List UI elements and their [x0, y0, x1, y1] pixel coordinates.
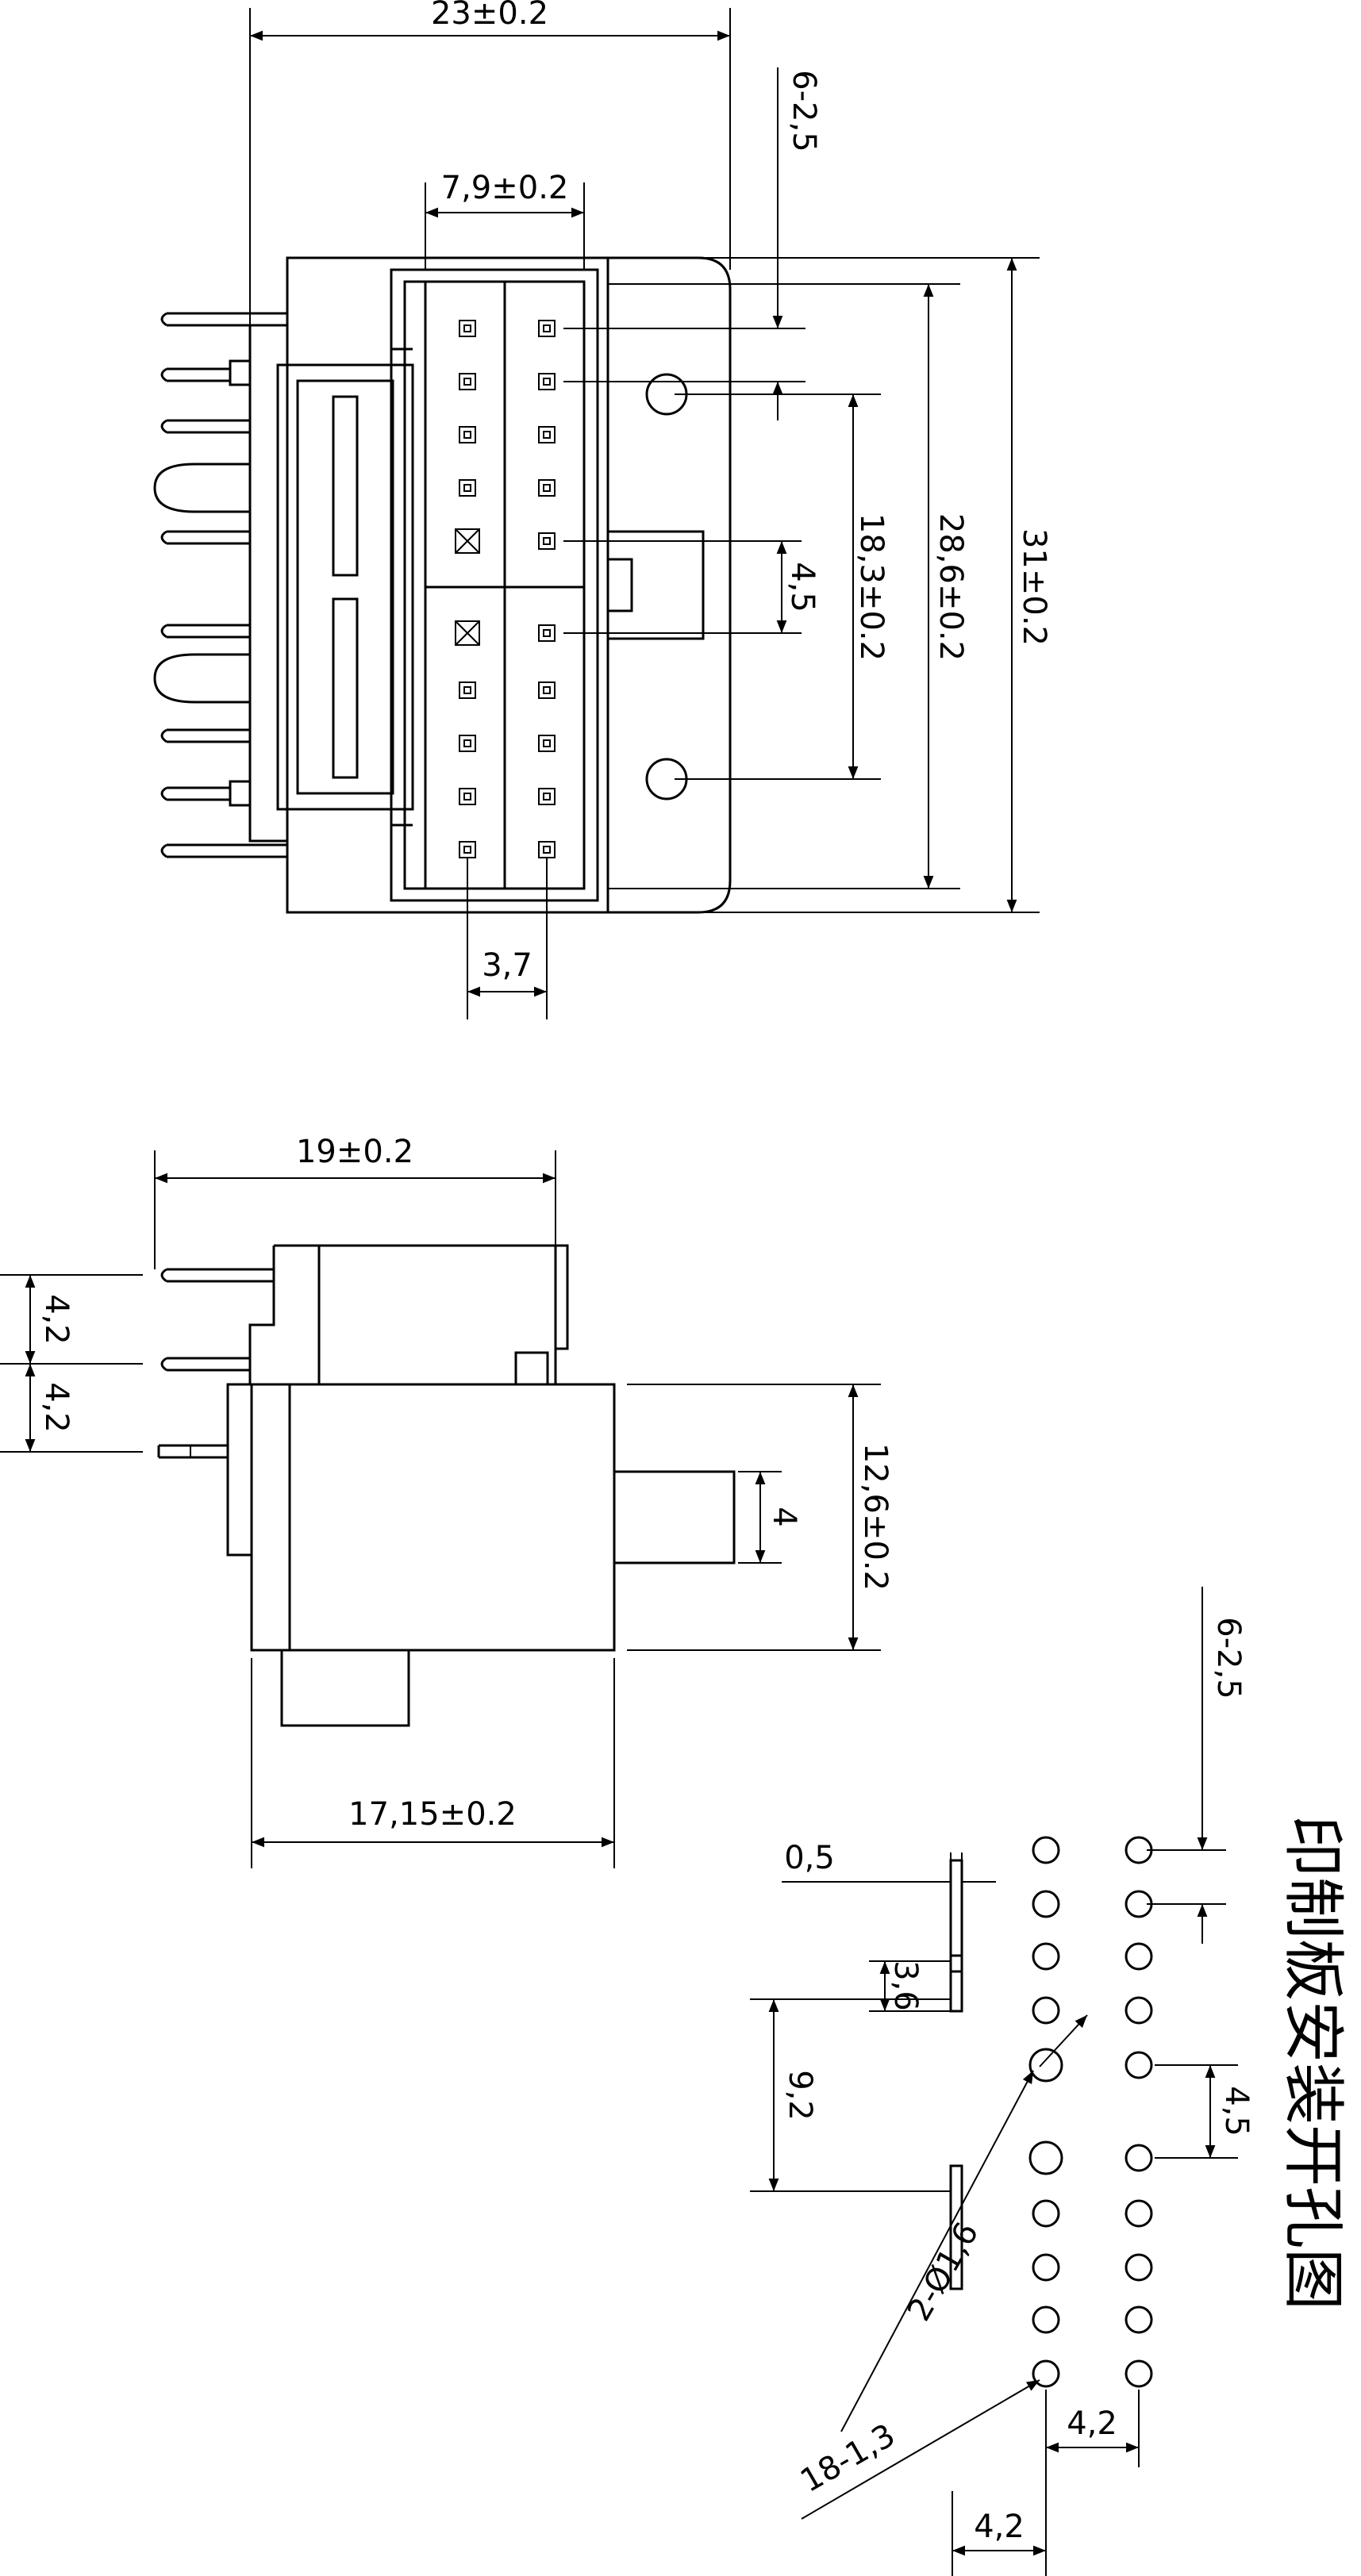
top-view-body-outline	[286, 256, 732, 914]
top-view-dimensions	[249, 8, 1040, 1019]
contact-grid	[455, 320, 556, 858]
dim-depth-bottom: 17,15±0.2	[348, 1796, 517, 1833]
pcb-dimensions	[750, 1587, 1238, 2576]
side-view-dimensions	[0, 1150, 881, 1868]
pcb-layout: 6-2,5 0,5 3,6 9,2 4,5 2-Ø1,6 18-1,3 4,2 …	[750, 1587, 1348, 2576]
pcb-large-hole	[1028, 2140, 1063, 2175]
side-view-tab	[280, 1649, 410, 1727]
pcb-dim-col-pitch-2: 4,2	[974, 2509, 1025, 2545]
dim-header: 7,9±0.2	[441, 170, 569, 206]
dim-depth-top: 19±0.2	[296, 1134, 413, 1170]
dim-pin-pitch-1: 4,2	[38, 1294, 75, 1345]
side-view-body	[250, 1383, 616, 1652]
dim-total-height: 31±0.2	[1016, 528, 1052, 646]
pcb-dim-holes: 6-2,5	[1210, 1617, 1247, 1699]
top-view: 23±0.2 7,9±0.2 6-2,5 4,5 18,3±0.2 28,6±0…	[153, 0, 1052, 1019]
pcb-dim-slot-len: 3,6	[887, 1960, 924, 2011]
dim-tab-width: 4	[766, 1507, 802, 1526]
left-pins	[153, 312, 287, 858]
side-view: 19±0.2 4,2 4,2 12,6±0.2 4 17,15±0.2	[0, 1134, 894, 1868]
pcb-dim-slot-pitch: 9,2	[782, 2070, 818, 2121]
dim-pin-pitch-2: 4,2	[38, 1382, 75, 1433]
dim-pitch-vert: 4,5	[784, 562, 821, 612]
pcb-dim-slot-width: 0,5	[784, 1840, 835, 1876]
pcb-hole-grid	[1028, 1836, 1153, 2388]
dim-holes-top: 6-2,5	[786, 70, 822, 152]
top-view-shroud	[390, 268, 599, 902]
pcb-large-hole	[1028, 2048, 1063, 2083]
dim-tab-height: 12,6±0.2	[857, 1443, 894, 1591]
pcb-dim-pitch: 4,5	[1218, 2086, 1255, 2136]
dim-hole-span: 18,3±0.2	[853, 513, 890, 661]
pcb-dim-small-holes: 18-1,3	[794, 2417, 902, 2500]
dim-col-pitch: 3,7	[482, 947, 532, 984]
dim-inner-height: 28,6±0.2	[932, 513, 969, 661]
pcb-layout-title: 印制板安装开孔图	[1277, 1815, 1348, 2310]
pcb-dim-col-pitch-1: 4,2	[1067, 2405, 1117, 2442]
pcb-dim-large-holes: 2-Ø1,6	[901, 2217, 986, 2328]
dim-width: 23±0.2	[431, 0, 548, 32]
